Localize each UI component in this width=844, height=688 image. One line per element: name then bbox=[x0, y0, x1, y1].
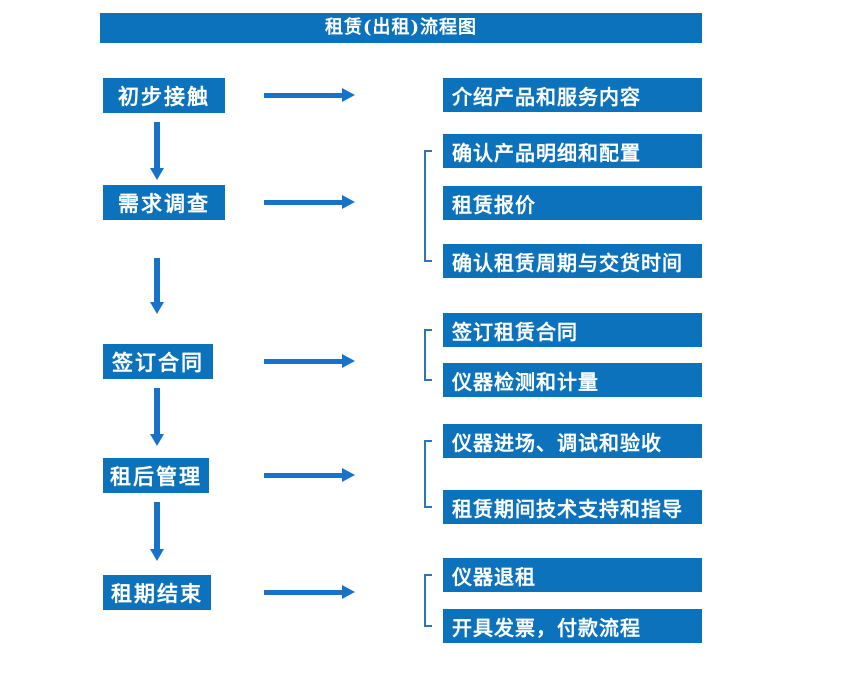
output-box-confirm-period: 确认租赁周期与交货时间 bbox=[443, 244, 702, 278]
arrow-head-icon bbox=[342, 354, 355, 368]
output-box-invoice-payment: 开具发票，付款流程 bbox=[443, 609, 702, 643]
output-box-instrument-setup: 仪器进场、调试和验收 bbox=[443, 424, 702, 458]
right-arrow-3 bbox=[264, 354, 355, 368]
arrow-head-icon bbox=[342, 468, 355, 482]
down-arrow-2 bbox=[150, 258, 164, 314]
output-box-rental-quote: 租赁报价 bbox=[443, 186, 702, 220]
output-box-intro-products: 介绍产品和服务内容 bbox=[443, 78, 702, 112]
stage-box-initial-contact: 初步接触 bbox=[103, 78, 225, 113]
output-box-tech-support: 租赁期间技术支持和指导 bbox=[443, 490, 702, 524]
right-arrow-5 bbox=[264, 585, 355, 599]
group-bracket-demand-survey bbox=[424, 150, 432, 262]
output-box-instrument-testing: 仪器检测和计量 bbox=[443, 363, 702, 397]
down-arrow-3 bbox=[150, 388, 164, 446]
page-title: 租赁(出租)流程图 bbox=[100, 13, 702, 43]
down-arrow-1 bbox=[150, 122, 164, 180]
stage-box-rental-end: 租期结束 bbox=[103, 575, 211, 610]
arrow-head-icon bbox=[150, 434, 164, 446]
arrow-shaft bbox=[154, 122, 160, 168]
group-bracket-rental-end bbox=[424, 574, 432, 627]
stage-box-post-rental: 租后管理 bbox=[103, 458, 209, 493]
arrow-head-icon bbox=[342, 195, 355, 209]
right-arrow-1 bbox=[264, 88, 355, 102]
arrow-shaft bbox=[264, 359, 342, 364]
group-bracket-sign-contract bbox=[424, 329, 432, 381]
stage-box-sign-contract: 签订合同 bbox=[103, 344, 213, 379]
arrow-shaft bbox=[264, 590, 342, 595]
arrow-head-icon bbox=[150, 168, 164, 180]
down-arrow-4 bbox=[150, 502, 164, 561]
output-box-sign-rental-contract: 签订租赁合同 bbox=[443, 313, 702, 347]
arrow-shaft bbox=[154, 258, 160, 302]
arrow-shaft bbox=[264, 473, 342, 478]
group-bracket-post-rental bbox=[424, 440, 432, 508]
right-arrow-2 bbox=[264, 195, 355, 209]
stage-box-demand-survey: 需求调查 bbox=[103, 185, 225, 220]
arrow-head-icon bbox=[150, 302, 164, 314]
output-box-instrument-return: 仪器退租 bbox=[443, 558, 702, 592]
arrow-head-icon bbox=[342, 88, 355, 102]
arrow-shaft bbox=[264, 200, 342, 205]
arrow-shaft bbox=[154, 388, 160, 434]
output-box-confirm-details: 确认产品明细和配置 bbox=[443, 134, 702, 168]
arrow-shaft bbox=[154, 502, 160, 549]
right-arrow-4 bbox=[264, 468, 355, 482]
arrow-head-icon bbox=[342, 585, 355, 599]
arrow-shaft bbox=[264, 93, 342, 98]
arrow-head-icon bbox=[150, 549, 164, 561]
